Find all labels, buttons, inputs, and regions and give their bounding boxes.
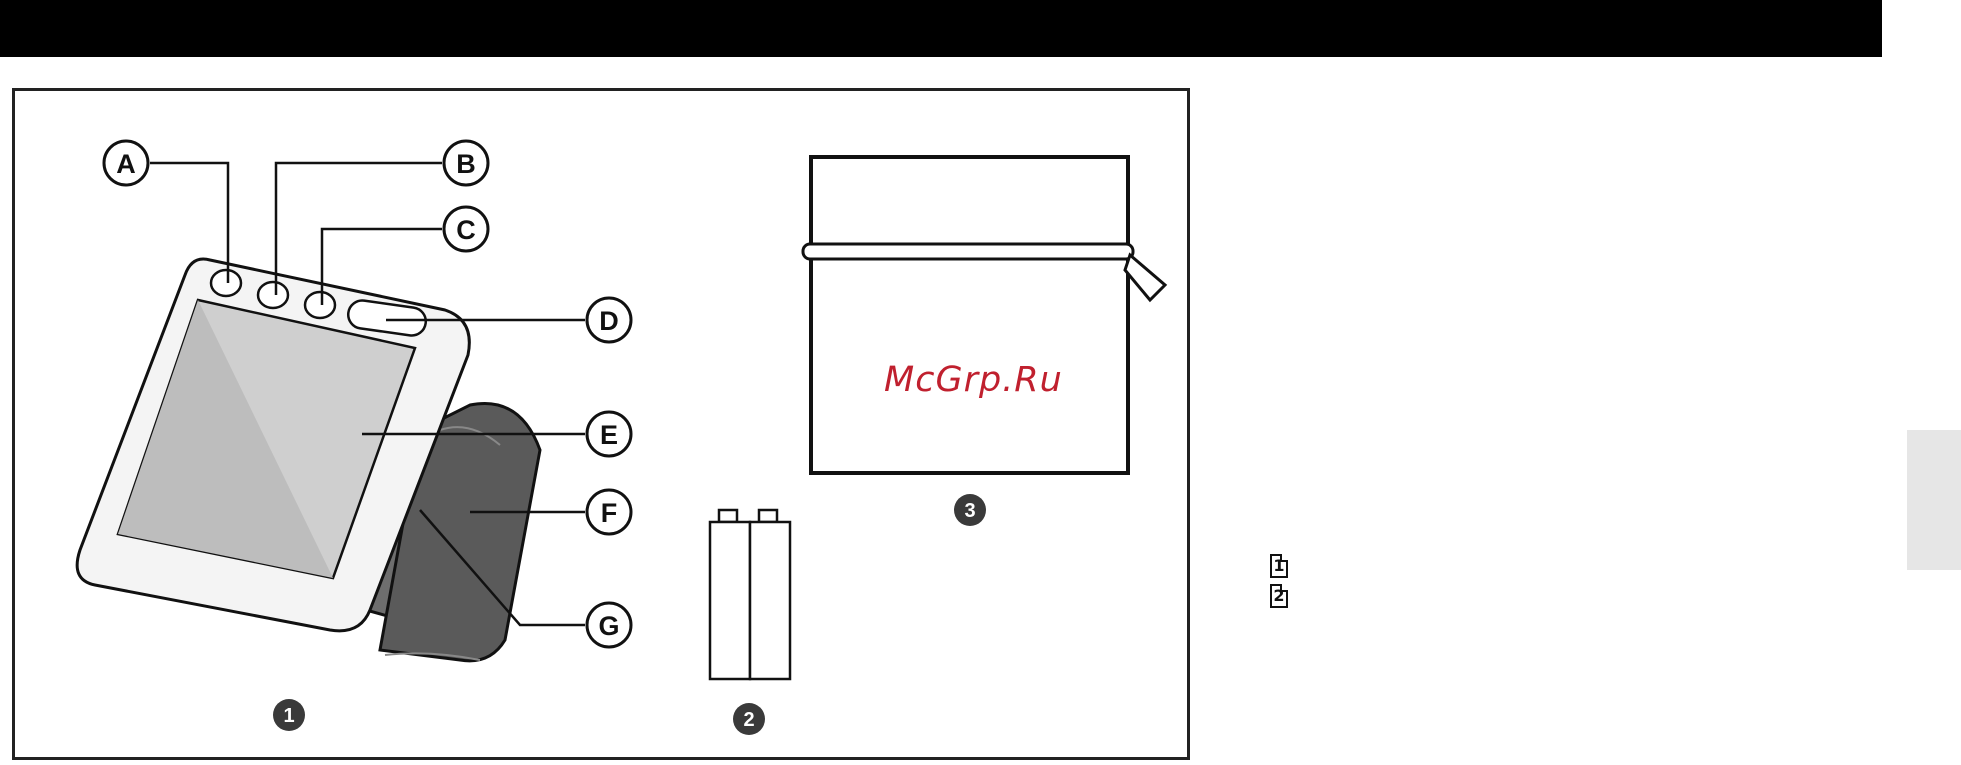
document-1-icon: 1 xyxy=(1270,554,1288,578)
document-2-icon: 2 xyxy=(1270,584,1288,608)
margin-icons: 1 2 xyxy=(1270,554,1296,614)
item-number-2: 2 xyxy=(743,709,754,731)
button-a xyxy=(211,270,241,296)
storage-pouch xyxy=(803,157,1165,473)
callout-label-a: A xyxy=(116,149,136,179)
watermark-text: McGrp.Ru xyxy=(884,360,1094,400)
button-b xyxy=(258,282,288,308)
callout-label-e: E xyxy=(600,420,618,450)
callout-label-d: D xyxy=(599,306,619,336)
callout-label-f: F xyxy=(601,498,618,528)
callout-label-c: C xyxy=(456,215,476,245)
item-number-1: 1 xyxy=(283,705,294,727)
callout-label-g: G xyxy=(598,611,619,641)
batteries-illustration xyxy=(710,510,790,679)
callout-label-b: B xyxy=(456,149,476,179)
button-c xyxy=(305,292,335,318)
item-number-3: 3 xyxy=(964,500,975,522)
